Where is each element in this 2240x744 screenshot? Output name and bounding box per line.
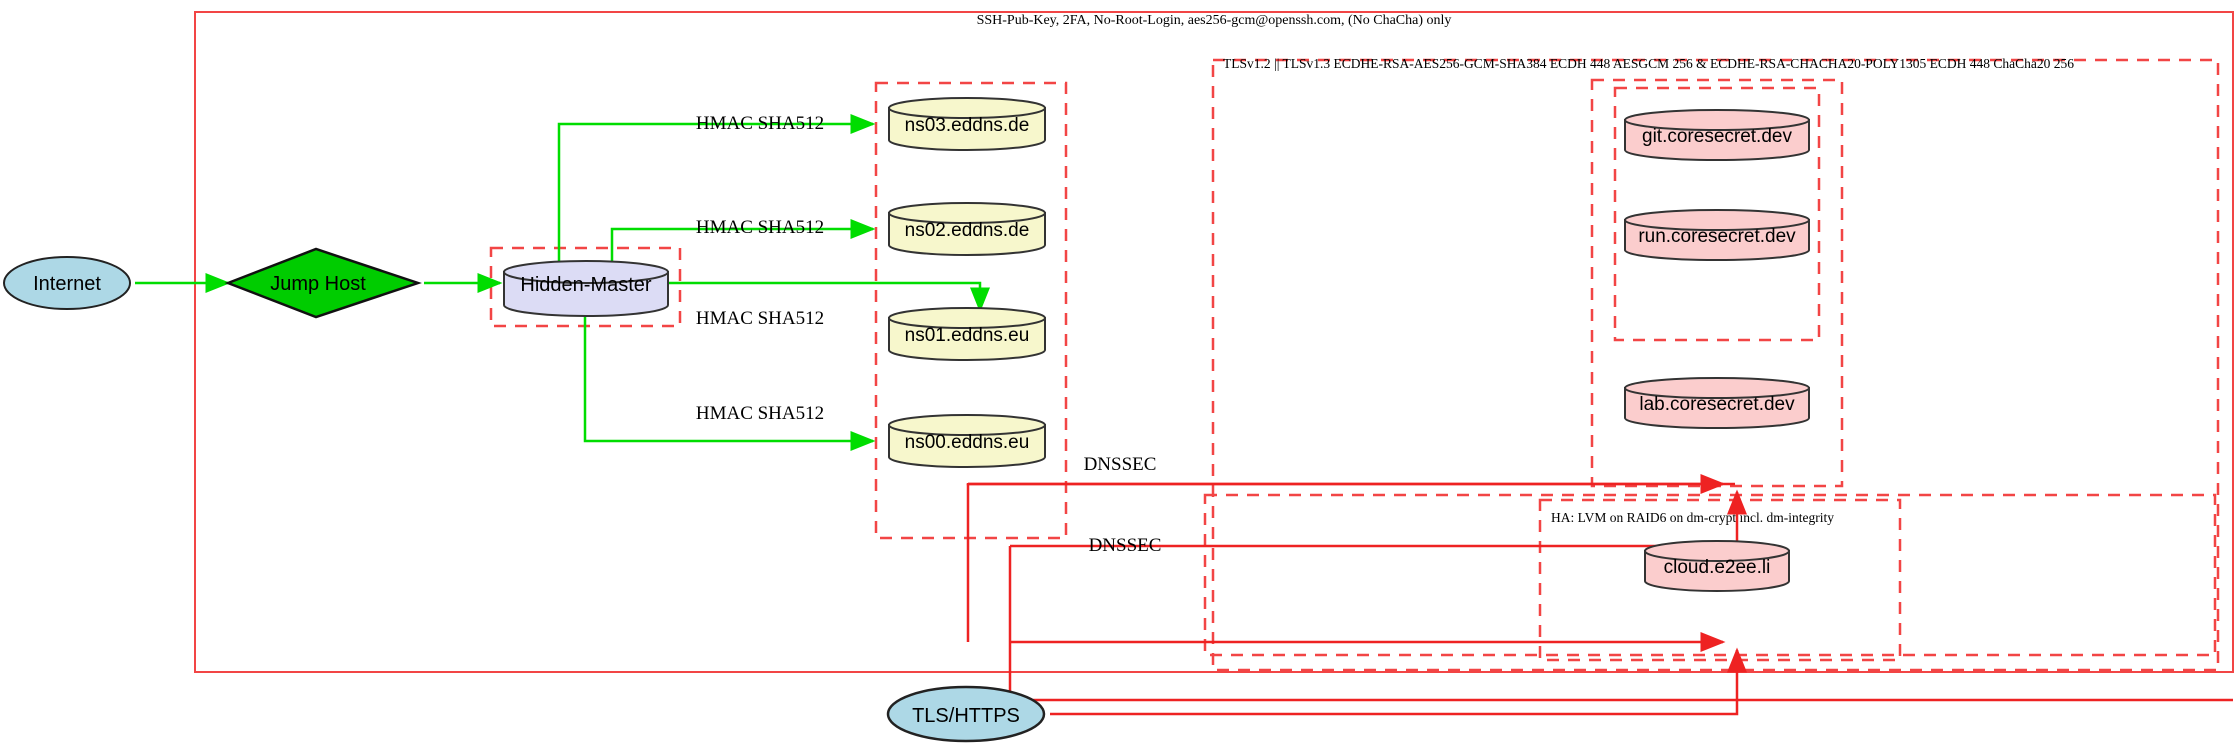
node-ns01[interactable]: ns01.eddns.eu xyxy=(888,307,1046,361)
node-lab-coresecret[interactable]: lab.coresecret.dev xyxy=(1624,377,1810,429)
node-ns03-label: ns03.eddns.de xyxy=(905,115,1030,136)
node-ns01-label: ns01.eddns.eu xyxy=(905,325,1030,346)
edge-hiddenmaster-ns00 xyxy=(583,312,876,451)
node-ns02-label: ns02.eddns.de xyxy=(905,220,1030,241)
edge-label-hmac-ns02: HMAC SHA512 xyxy=(696,217,824,238)
node-cloud-e2ee[interactable]: cloud.e2ee.li xyxy=(1644,540,1790,592)
node-hidden-master[interactable]: Hidden-Master xyxy=(503,260,669,317)
tls-boundary-label: TLSv1.2 || TLSv1.3 ECDHE-RSA-AES256-GCM-… xyxy=(1223,56,2074,71)
ha-boundary-box xyxy=(1538,498,1902,662)
edge-label-dnssec-upper: DNSSEC xyxy=(1084,454,1157,475)
edge-hiddenmaster-ns03 xyxy=(557,114,876,264)
edge-hiddenmaster-ns02 xyxy=(610,219,876,264)
node-ns00-label: ns00.eddns.eu xyxy=(905,432,1030,453)
edge-hiddenmaster-ns01 xyxy=(666,281,990,313)
node-internet[interactable]: Internet xyxy=(3,256,131,310)
node-ns03[interactable]: ns03.eddns.de xyxy=(888,97,1046,151)
node-tls-https-label: TLS/HTTPS xyxy=(912,705,1020,727)
edge-label-hmac-ns03: HMAC SHA512 xyxy=(696,113,824,134)
ssh-boundary-label: SSH-Pub-Key, 2FA, No-Root-Login, aes256-… xyxy=(977,13,1452,28)
node-jump-host-label: Jump Host xyxy=(270,273,366,295)
edge-label-dnssec-lower: DNSSEC xyxy=(1089,535,1162,556)
node-run-coresecret-label: run.coresecret.dev xyxy=(1638,226,1796,247)
node-jump-host[interactable]: Jump Host xyxy=(224,247,422,319)
node-ns02[interactable]: ns02.eddns.de xyxy=(888,202,1046,256)
dns-cluster-box xyxy=(874,81,1068,540)
ha-boundary-label: HA: LVM on RAID6 on dm-crypt incl. dm-in… xyxy=(1551,510,1834,525)
node-run-coresecret[interactable]: run.coresecret.dev xyxy=(1624,209,1810,261)
dnssec-region-box xyxy=(1203,493,2217,657)
node-tls-https[interactable]: TLS/HTTPS xyxy=(886,685,1046,743)
node-git-coresecret[interactable]: git.coresecret.dev xyxy=(1624,109,1810,161)
edge-label-hmac-ns01: HMAC SHA512 xyxy=(696,308,824,329)
ssh-boundary-box xyxy=(194,11,2234,673)
node-lab-coresecret-label: lab.coresecret.dev xyxy=(1639,394,1795,415)
tls-boundary-box xyxy=(1211,58,2220,672)
node-cloud-e2ee-label: cloud.e2ee.li xyxy=(1664,557,1771,578)
node-hidden-master-label: Hidden-Master xyxy=(520,274,652,296)
node-git-coresecret-label: git.coresecret.dev xyxy=(1642,126,1792,147)
edge-tlshttps-right xyxy=(1050,700,1739,716)
node-ns00[interactable]: ns00.eddns.eu xyxy=(888,414,1046,468)
node-internet-label: Internet xyxy=(33,273,101,295)
edge-label-hmac-ns00: HMAC SHA512 xyxy=(696,403,824,424)
coresecret-inner-box xyxy=(1613,86,1821,342)
